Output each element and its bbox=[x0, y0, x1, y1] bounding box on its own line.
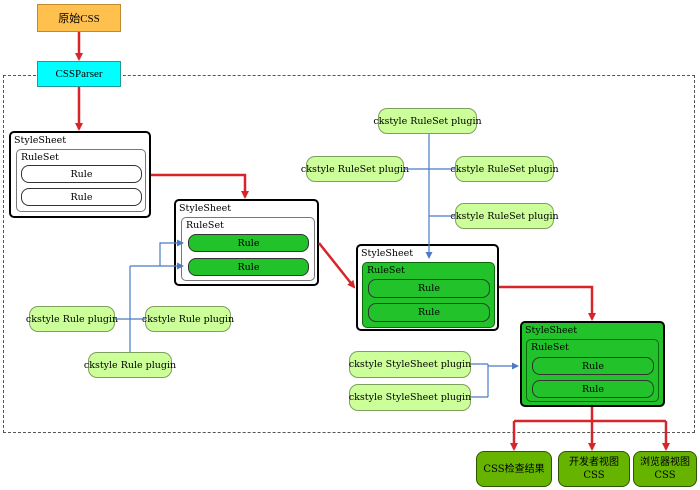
rule-2a-label: Rule bbox=[237, 237, 260, 249]
ruleset-4-title: RuleSet bbox=[531, 342, 569, 353]
css-parser-label: CSSParser bbox=[55, 68, 103, 80]
rule-4b: Rule bbox=[532, 380, 654, 398]
ruleset-plugin-4-label: ckstyle RuleSet plugin bbox=[450, 210, 559, 222]
rule-plugin-2-label: ckstyle Rule plugin bbox=[141, 313, 235, 325]
rule-2b-label: Rule bbox=[237, 261, 260, 273]
ruleset-plugin-1: ckstyle RuleSet plugin bbox=[373, 108, 482, 134]
rule-3a-label: Rule bbox=[418, 283, 440, 294]
rule-plugin-3: ckstyle Rule plugin bbox=[84, 352, 176, 378]
output-developer-view-line2: CSS bbox=[583, 470, 605, 481]
rule-plugin-2: ckstyle Rule plugin bbox=[141, 306, 235, 332]
ruleset-plugin-2-label: ckstyle RuleSet plugin bbox=[300, 163, 410, 175]
ruleset-2-title: RuleSet bbox=[186, 220, 224, 231]
output-developer-view-line1: 开发者视图 bbox=[569, 457, 619, 468]
ruleset-1-title: RuleSet bbox=[21, 152, 59, 163]
source-css-box: 原始CSS bbox=[37, 4, 121, 32]
ruleset-4: RuleSet Rule Rule bbox=[526, 339, 659, 402]
output-browser-view: 浏览器视图 CSS bbox=[633, 451, 697, 487]
stylesheet-3-title: StyleSheet bbox=[361, 248, 414, 259]
rule-3b: Rule bbox=[368, 303, 490, 322]
rule-3b-label: Rule bbox=[418, 307, 440, 318]
rule-plugin-3-label: ckstyle Rule plugin bbox=[83, 359, 177, 371]
rule-plugin-1: ckstyle Rule plugin bbox=[25, 306, 119, 332]
rule-plugin-1-label: ckstyle Rule plugin bbox=[25, 313, 119, 325]
stylesheet-plugin-2: ckstyle StyleSheet plugin bbox=[349, 384, 471, 411]
rule-3a: Rule bbox=[368, 279, 490, 298]
rule-1b: Rule bbox=[21, 188, 142, 206]
output-browser-view-line2: CSS bbox=[654, 470, 676, 481]
stylesheet-plugin-1-label: ckstyle StyleSheet plugin bbox=[348, 359, 472, 370]
stylesheet-1-title: StyleSheet bbox=[14, 135, 67, 146]
rule-2a: Rule bbox=[188, 234, 309, 252]
arrow-sheet3-to-sheet4 bbox=[499, 285, 596, 321]
output-check-result-line1: CSS检查结果 bbox=[483, 463, 545, 475]
ruleset-plugin-3: ckstyle RuleSet plugin bbox=[450, 156, 559, 182]
rule-1a-label: Rule bbox=[70, 168, 93, 180]
arrow-sheet2-to-sheet3 bbox=[318, 242, 356, 289]
ruleset-3: RuleSet Rule Rule bbox=[362, 262, 495, 328]
connector-to-rule-2a bbox=[159, 239, 184, 266]
ruleset-plugin-3-label: ckstyle RuleSet plugin bbox=[450, 163, 559, 175]
rule-4a: Rule bbox=[532, 357, 654, 375]
ruleset-plugin-1-label: ckstyle RuleSet plugin bbox=[373, 115, 482, 127]
ruleset-3-title: RuleSet bbox=[367, 265, 405, 276]
css-parser-box: CSSParser bbox=[37, 61, 121, 87]
stylesheet-2: StyleSheet RuleSet Rule Rule bbox=[174, 199, 319, 286]
stylesheet-4-title: StyleSheet bbox=[525, 325, 578, 336]
output-check-result: CSS检查结果 bbox=[476, 451, 552, 487]
output-browser-view-line1: 浏览器视图 bbox=[640, 457, 690, 468]
ruleset-2: RuleSet Rule Rule bbox=[181, 217, 315, 281]
rule-4b-label: Rule bbox=[582, 383, 604, 395]
stylesheet-1: StyleSheet RuleSet Rule Rule bbox=[9, 131, 151, 218]
ruleset-plugin-4: ckstyle RuleSet plugin bbox=[450, 203, 559, 229]
stylesheet-plugin-1: ckstyle StyleSheet plugin bbox=[349, 351, 471, 378]
rule-2b: Rule bbox=[188, 258, 309, 276]
ruleset-plugin-2: ckstyle RuleSet plugin bbox=[301, 156, 409, 182]
stylesheet-4: StyleSheet RuleSet Rule Rule bbox=[520, 321, 665, 407]
source-css-label: 原始CSS bbox=[58, 13, 100, 25]
stylesheet-2-title: StyleSheet bbox=[179, 203, 232, 214]
rule-1b-label: Rule bbox=[70, 191, 93, 203]
ruleset-1: RuleSet Rule Rule bbox=[16, 149, 146, 212]
rule-4a-label: Rule bbox=[582, 360, 604, 372]
rule-1a: Rule bbox=[21, 165, 142, 183]
arrow-sheet1-to-sheet2 bbox=[151, 173, 249, 199]
output-developer-view: 开发者视图 CSS bbox=[558, 451, 630, 487]
stylesheet-plugin-2-label: ckstyle StyleSheet plugin bbox=[348, 392, 472, 403]
pipeline-frame bbox=[3, 75, 695, 433]
